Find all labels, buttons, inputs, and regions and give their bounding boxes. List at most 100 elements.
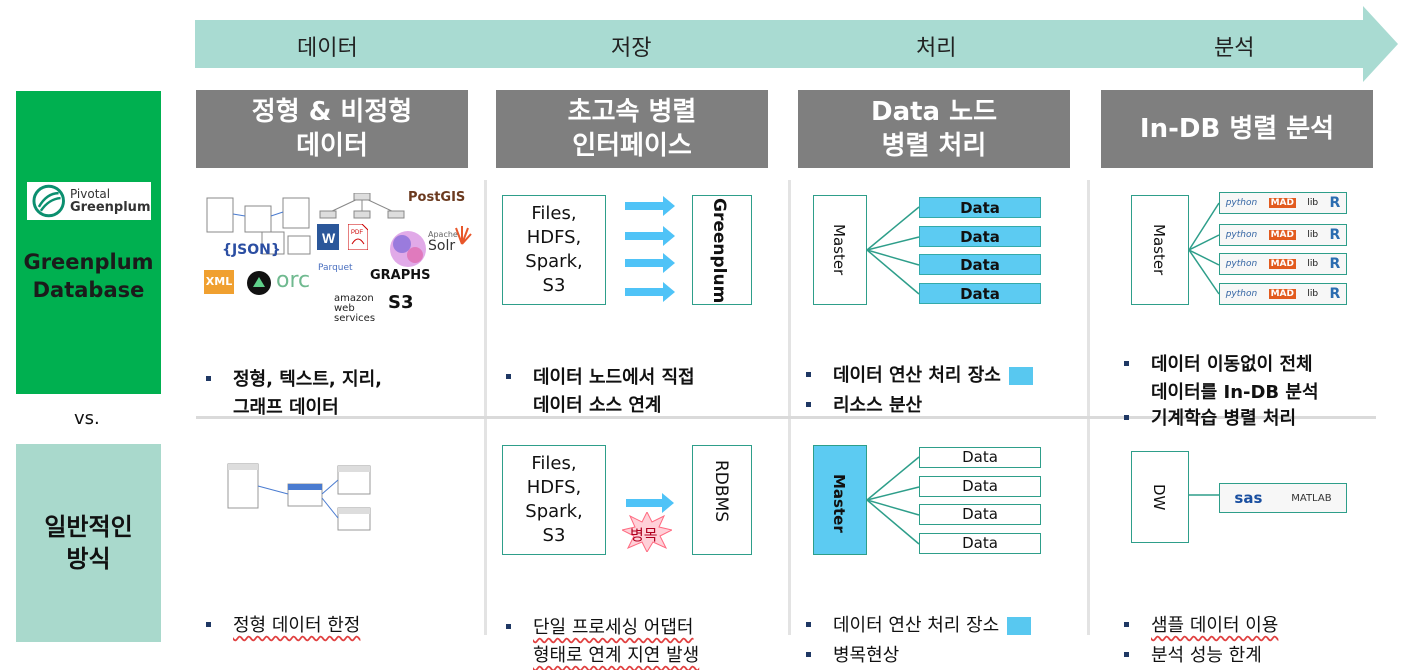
gp-proc-master-box: Master bbox=[813, 195, 867, 305]
bullet-dot bbox=[806, 622, 811, 627]
gp-data-bullet-text: 정형, 텍스트, 지리, 그래프 데이터 bbox=[233, 369, 382, 418]
gp-analysis-bullet-2-text: 기계학습 병렬 처리 bbox=[1151, 408, 1297, 429]
orc-icon bbox=[247, 271, 271, 295]
gp-data-node-2: Data bbox=[919, 226, 1041, 247]
gp-analysis-bullet-1: 데이터 이동없이 전체 데이터를 In-DB 분석 bbox=[1118, 323, 1319, 407]
madlib-logo: MAD bbox=[1268, 230, 1296, 240]
gp-proc-bullet-1: 데이터 연산 처리 장소 bbox=[800, 334, 1033, 390]
gen-proc-master-box: Master bbox=[813, 445, 867, 555]
gen-data-node-1: Data bbox=[919, 447, 1041, 468]
orc-logo: orc bbox=[276, 268, 311, 293]
gp-data-node-4: Data bbox=[919, 283, 1041, 304]
gp-storage-bullet: 데이터 노드에서 직접 데이터 소스 연계 bbox=[500, 336, 695, 420]
gen-proc-bullet-1: 데이터 연산 처리 장소 bbox=[800, 584, 1032, 640]
python-logo: python bbox=[1225, 198, 1258, 208]
gen-analysis-link bbox=[1189, 494, 1219, 496]
gen-data-node-3: Data bbox=[919, 504, 1041, 525]
gen-storage-sources: Files, HDFS, Spark, S3 bbox=[502, 445, 606, 555]
stage-label-analysis: 분석 bbox=[1214, 36, 1255, 61]
gen-data-node-4: Data bbox=[919, 533, 1041, 554]
gp-analysis-bullet-2: 기계학습 병렬 처리 bbox=[1118, 377, 1296, 433]
tree-diagram-icon bbox=[319, 193, 405, 219]
solr-logo: Solr bbox=[428, 238, 456, 254]
data-sources-collage: PostGIS {JSON} W PDF Apache Solr XML orc… bbox=[200, 188, 475, 324]
gen-data-node-2: Data bbox=[919, 476, 1041, 497]
process-arrow bbox=[195, 6, 1398, 82]
r-logo: R bbox=[1329, 195, 1341, 211]
header-storage: 초고속 병렬 인터페이스 bbox=[496, 90, 768, 168]
madlib-lib: lib bbox=[1307, 230, 1319, 240]
divider-h-row bbox=[196, 416, 1376, 419]
general-side-box: 일반적인 방식 bbox=[16, 444, 161, 642]
r-logo: R bbox=[1329, 227, 1341, 243]
madlib-logo: MAD bbox=[1268, 198, 1296, 208]
gp-proc-bullet-2: 리소스 분산 bbox=[800, 364, 922, 420]
gen-data-bullet: 정형 데이터 한정 bbox=[200, 584, 360, 640]
svg-text:PDF: PDF bbox=[351, 230, 363, 236]
gen-analysis-dw-box: DW bbox=[1131, 451, 1189, 543]
header-analysis: In-DB 병렬 분석 bbox=[1101, 90, 1373, 168]
gp-analysis-master-box: Master bbox=[1131, 195, 1189, 305]
pdf-icon: PDF bbox=[348, 224, 368, 250]
bullet-dot bbox=[506, 374, 511, 379]
gp-analysis-links bbox=[1189, 202, 1220, 295]
gen-analysis-bullet-2-text: 분석 성능 한계 bbox=[1151, 645, 1262, 666]
greenplum-title: Greenplum Database bbox=[23, 249, 154, 302]
bullet-dot bbox=[206, 376, 211, 381]
parquet-logo: Parquet bbox=[318, 263, 353, 273]
gen-data-bullet-text: 정형 데이터 한정 bbox=[233, 615, 361, 636]
vs-label: vs. bbox=[74, 408, 100, 429]
gp-tool-row-4: python MAD lib R bbox=[1219, 283, 1347, 305]
divider-v2 bbox=[788, 180, 791, 635]
bullet-dot bbox=[806, 652, 811, 657]
divider-v1 bbox=[484, 180, 487, 635]
xml-logo: XML bbox=[204, 270, 234, 294]
gp-data-node-3: Data bbox=[919, 254, 1041, 275]
bottleneck-burst-icon bbox=[622, 512, 672, 552]
bullet-dot bbox=[206, 622, 211, 627]
postgis-logo: PostGIS bbox=[408, 190, 466, 205]
gen-proc-bullet-2: 병목현상 bbox=[800, 614, 899, 670]
json-logo: {JSON} bbox=[222, 242, 281, 258]
schema-diagram-icon-small bbox=[227, 463, 371, 531]
bottleneck-label: 병목 bbox=[630, 526, 658, 544]
general-title: 일반적인 방식 bbox=[44, 513, 133, 573]
gen-storage-arrow bbox=[626, 493, 674, 513]
bullet-dot bbox=[1124, 652, 1129, 657]
bullet-dot bbox=[1124, 622, 1129, 627]
python-logo: python bbox=[1225, 289, 1258, 299]
gp-proc-bullet-2-text: 리소스 분산 bbox=[833, 395, 923, 416]
gen-storage-target-box: RDBMS bbox=[692, 445, 752, 555]
svg-text:W: W bbox=[322, 230, 336, 246]
stage-label-data: 데이터 bbox=[297, 36, 358, 61]
bullet-dot bbox=[806, 372, 811, 377]
schema-diagram-icon bbox=[206, 197, 310, 233]
madlib-lib: lib bbox=[1307, 289, 1319, 299]
python-logo: python bbox=[1225, 259, 1258, 269]
gen-analysis-dw: DW bbox=[1150, 484, 1168, 511]
gen-analysis-bullet-1: 샘플 데이터 이용 bbox=[1118, 584, 1278, 640]
gp-analysis-master: Master bbox=[1150, 224, 1168, 276]
r-logo: R bbox=[1329, 256, 1341, 272]
madlib-logo: MAD bbox=[1268, 289, 1296, 299]
gen-storage-target: RDBMS bbox=[711, 460, 731, 523]
gp-proc-master: Master bbox=[830, 224, 848, 276]
apache-label: Apache bbox=[428, 230, 458, 239]
gp-proc-links bbox=[867, 206, 920, 295]
r-logo: R bbox=[1329, 286, 1341, 302]
schema-diagram-icon-2 bbox=[261, 231, 311, 255]
gp-data-node-1: Data bbox=[919, 197, 1041, 218]
s3-logo: S3 bbox=[388, 292, 414, 313]
gen-analysis-bullet-1-text: 샘플 데이터 이용 bbox=[1151, 615, 1279, 636]
stage-label-storage: 저장 bbox=[611, 36, 652, 61]
gp-storage-arrows bbox=[625, 196, 675, 302]
gp-analysis-bullet-1-text: 데이터 이동없이 전체 데이터를 In-DB 분석 bbox=[1151, 354, 1319, 403]
gen-storage-bullet-text: 단일 프로세싱 어댑터 형태로 연계 지연 발생 bbox=[533, 617, 700, 666]
gp-storage-target: Greenplum bbox=[709, 198, 729, 304]
logo-pivotal: Pivotal bbox=[69, 186, 111, 201]
gp-proc-bullet-1-text: 데이터 연산 처리 장소 bbox=[833, 365, 1001, 386]
gp-data-bullet: 정형, 텍스트, 지리, 그래프 데이터 bbox=[200, 338, 382, 422]
